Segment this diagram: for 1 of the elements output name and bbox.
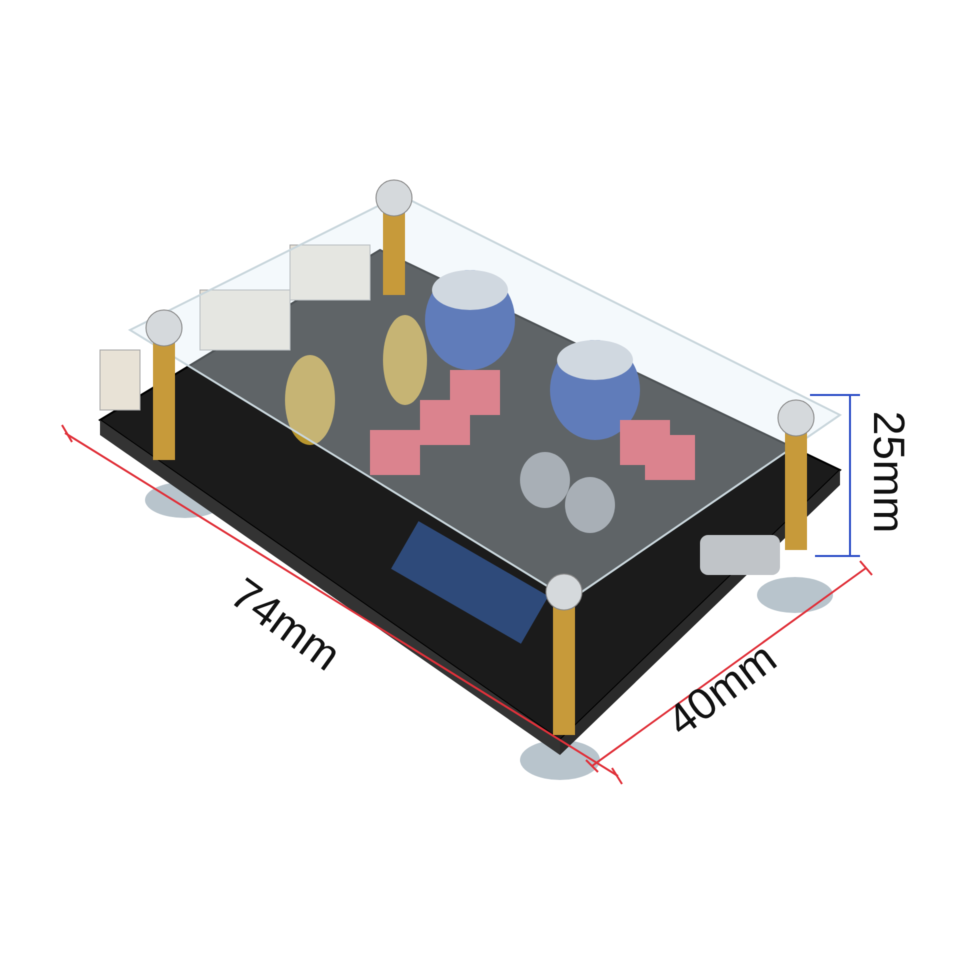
dimension-label: 25mm [866, 410, 910, 534]
